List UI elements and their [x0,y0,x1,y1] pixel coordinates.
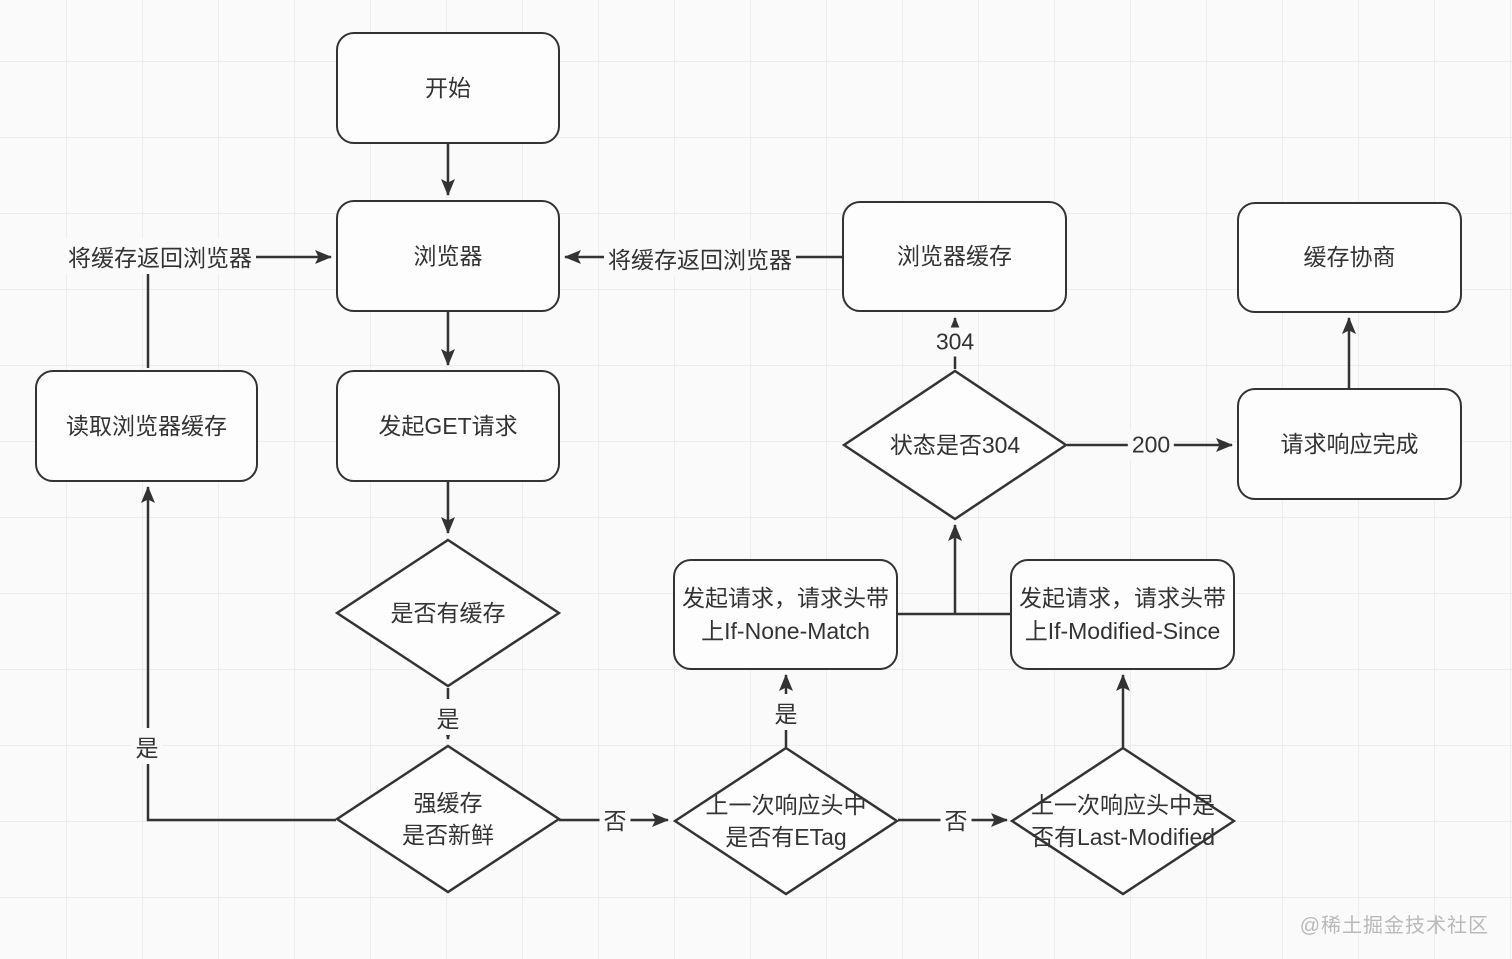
decision-has-cache: 是否有缓存 [335,538,561,688]
node-if-modified-since-label: 发起请求，请求头带 上If-Modified-Since [1019,585,1226,644]
diamond-shape [1010,746,1236,896]
node-read-browser-cache-label: 读取浏览器缓存 [66,412,227,439]
node-if-modified-since: 发起请求，请求头带 上If-Modified-Since [1010,559,1235,670]
decision-has-last-modified: 上一次响应头中是 否有Last-Modified [1010,746,1236,896]
decision-status-304: 状态是否304 [842,369,1068,521]
diamond-shape [335,744,561,894]
node-browser-cache-label: 浏览器缓存 [897,243,1012,270]
node-read-browser-cache: 读取浏览器缓存 [35,370,258,482]
decision-has-etag-label: 上一次响应头中 是否有ETag [705,791,867,850]
label-yes-has-etag: 是 [770,694,802,730]
decision-has-cache-label: 是否有缓存 [390,599,506,626]
node-browser-cache: 浏览器缓存 [842,201,1067,312]
edge-strong-cache-yes-to-read-cache [141,486,336,822]
label-return-cache-to-browser-left: 将缓存返回浏览器 [64,238,256,274]
label-yes-has-cache: 是 [432,699,464,735]
decision-strong-cache-fresh: 强缓存 是否新鲜 [335,744,561,894]
node-start: 开始 [336,32,560,144]
node-start-label: 开始 [425,74,471,101]
node-response-complete-label: 请求响应完成 [1280,430,1419,457]
node-browser: 浏览器 [336,200,560,312]
label-return-cache-to-browser-mid: 将缓存返回浏览器 [604,240,796,276]
node-browser-label: 浏览器 [413,242,483,269]
diamond-shape [842,369,1068,521]
node-response-complete: 请求响应完成 [1237,388,1462,500]
node-if-none-match-label: 发起请求，请求头带 上If-None-Match [682,585,889,644]
label-status-304: 304 [931,327,979,357]
diamond-shape [673,746,899,896]
node-get-request: 发起GET请求 [336,370,560,482]
node-if-none-match: 发起请求，请求头带 上If-None-Match [673,559,898,670]
label-yes-to-read-cache: 是 [131,728,163,764]
watermark: @稀土掘金技术社区 [1299,915,1489,937]
label-no-strong-cache: 否 [599,801,631,837]
decision-strong-cache-fresh-label: 强缓存 是否新鲜 [402,789,494,848]
decision-has-last-modified-label: 上一次响应头中是 否有Last-Modified [1030,791,1216,850]
node-cache-negotiation-label: 缓存协商 [1303,244,1396,271]
decision-has-etag: 上一次响应头中 是否有ETag [673,746,899,896]
node-cache-negotiation: 缓存协商 [1237,202,1462,313]
decision-status-304-label: 状态是否304 [889,431,1021,458]
label-no-has-etag: 否 [940,801,972,837]
label-status-200: 200 [1127,430,1175,460]
node-get-request-label: 发起GET请求 [378,412,518,439]
diamond-shape [335,538,561,688]
